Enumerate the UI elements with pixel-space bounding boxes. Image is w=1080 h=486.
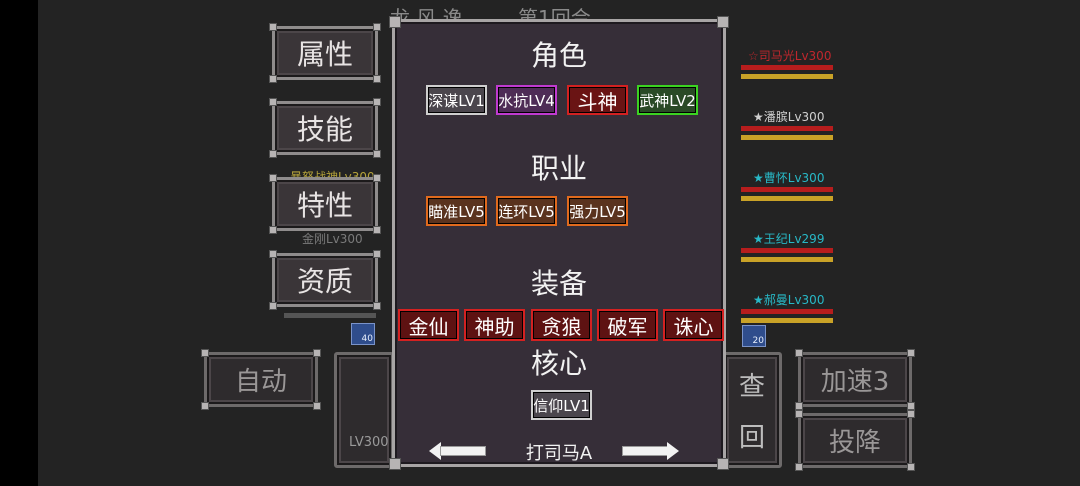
traits-button[interactable]: 特性 xyxy=(269,174,381,234)
roster-name-2: ★潘膑Lv300 xyxy=(753,110,825,124)
roster-mp-2 xyxy=(741,135,833,140)
speed-button[interactable]: 加速3 xyxy=(795,349,915,410)
core-section-title: 核心 xyxy=(530,347,587,380)
check-label-bottom: 回 xyxy=(738,423,765,453)
auto-button[interactable]: 自动 xyxy=(201,349,321,410)
attributes-button[interactable]: 属性 xyxy=(269,23,381,83)
character-name: 打司马A xyxy=(525,443,593,464)
equip-section-title: 装备 xyxy=(530,267,587,300)
auto-label: 自动 xyxy=(234,367,287,397)
skills-button[interactable]: 技能 xyxy=(269,98,381,158)
role-tag-4[interactable]: 武神LV2 xyxy=(637,85,698,115)
unit-mini-icon-left: 40 xyxy=(351,323,375,345)
roster-mp-1 xyxy=(741,74,833,79)
roster-mp-5 xyxy=(741,318,833,323)
attributes-label: 属性 xyxy=(296,38,353,71)
surrender-button[interactable]: 投降 xyxy=(795,410,915,471)
surrender-label: 投降 xyxy=(828,428,881,458)
role-section-title: 角色 xyxy=(530,39,587,72)
aptitude-label: 资质 xyxy=(296,265,353,298)
aptitude-button[interactable]: 资质 xyxy=(269,250,381,310)
roster-hp-1 xyxy=(741,65,833,70)
check-label-top: 查 xyxy=(738,372,765,402)
role-tag-2[interactable]: 水抗LV4 xyxy=(496,85,557,115)
job-tag-3[interactable]: 强力LV5 xyxy=(567,196,628,226)
roster-mp-3 xyxy=(741,196,833,201)
check-frame[interactable]: 查 回 xyxy=(722,352,782,468)
speed-label: 加速3 xyxy=(820,367,890,397)
job-section-title: 职业 xyxy=(530,152,587,185)
core-tag[interactable]: 信仰LV1 xyxy=(531,390,592,420)
skills-label: 技能 xyxy=(296,113,353,146)
roster-name-3: ★曹怀Lv300 xyxy=(753,171,825,185)
equip-tag-1[interactable]: 金仙 xyxy=(398,309,459,341)
roster-hp-5 xyxy=(741,309,833,314)
character-info-panel: 角色 深谋LV1 水抗LV4 斗神 武神LV2 职业 瞄准LV5 连环LV5 强… xyxy=(389,16,729,470)
bg-hp-bar-left xyxy=(284,313,376,318)
arrow-right-icon[interactable] xyxy=(620,442,680,460)
job-tag-1[interactable]: 瞄准LV5 xyxy=(426,196,487,226)
roster-hp-4 xyxy=(741,248,833,253)
traits-label: 特性 xyxy=(296,189,353,222)
battle-scene: 龙 风 逸 第1回合 属性 技能 暴怒战神Lv300 特性 金刚Lv300 资质… xyxy=(38,0,1080,486)
job-tag-2[interactable]: 连环LV5 xyxy=(496,196,557,226)
roster-mp-4 xyxy=(741,257,833,262)
roster-name-1: ☆司马光Lv300 xyxy=(748,49,832,63)
role-tag-1[interactable]: 深谋LV1 xyxy=(426,85,487,115)
unit-mini-icon-right: 20 xyxy=(742,325,766,347)
arrow-left-icon[interactable] xyxy=(429,442,489,460)
roster-hp-2 xyxy=(741,126,833,131)
portrait-level: LV300 xyxy=(349,435,389,450)
character-portrait-frame[interactable]: LV300 xyxy=(334,352,394,468)
equip-tag-4[interactable]: 破军 xyxy=(597,309,658,341)
roster-name-4: ★王纪Lv299 xyxy=(753,232,825,246)
equip-tag-2[interactable]: 神助 xyxy=(464,309,525,341)
roster-name-5: ★郝曼Lv300 xyxy=(753,293,825,307)
bg-unit-name-2: 金刚Lv300 xyxy=(302,232,363,246)
roster-hp-3 xyxy=(741,187,833,192)
equip-tag-3[interactable]: 贪狼 xyxy=(531,309,592,341)
role-tag-3[interactable]: 斗神 xyxy=(567,85,628,115)
equip-tag-5[interactable]: 诛心 xyxy=(663,309,724,341)
